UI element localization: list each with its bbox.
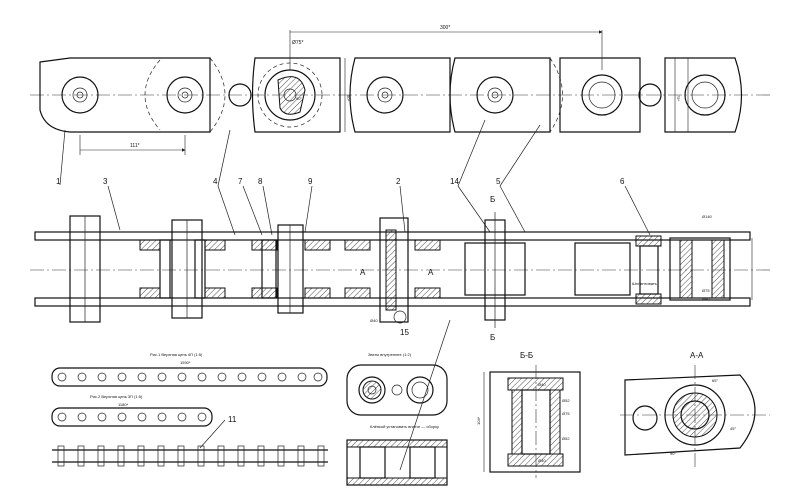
- pin-hole: [166, 76, 204, 114]
- side-view: Ø40 15 A A Б Б Шплинтовать Ø140 Ø75 Ø40: [30, 195, 770, 342]
- plate-right-a: [349, 57, 451, 133]
- callout-3: 3: [103, 177, 108, 186]
- fig2-length: 1180*: [118, 402, 129, 407]
- dim-d3: Ø40: [702, 296, 710, 301]
- plate-right-c: [559, 57, 641, 133]
- bottom-chain-rollers: [57, 445, 325, 467]
- dim-pitch: 111*: [130, 143, 140, 149]
- callouts: 1 3 4 7 8 9 2 14 5 6: [56, 119, 651, 236]
- callout-14: 14: [450, 177, 459, 186]
- dim-span: 300*: [440, 25, 450, 31]
- detail-note: Клёпкой установить внатяг — сборку: [370, 424, 439, 429]
- plate-right-b: [449, 57, 551, 133]
- callout-7: 7: [238, 177, 243, 186]
- note-split-pin: Шплинтовать: [632, 281, 657, 286]
- fig1-length: 1590*: [180, 360, 191, 365]
- bb-dim-4: Ø52: [562, 436, 570, 441]
- dim-hole: Ø75*: [292, 40, 303, 46]
- roller-gap: [228, 83, 252, 107]
- bb-height: 104*: [476, 416, 481, 425]
- angle-label: 90°: [296, 96, 302, 101]
- callout-5: 5: [496, 177, 501, 186]
- plate-left: [39, 57, 211, 133]
- section-b-top: Б: [490, 195, 495, 204]
- section-aa-title: А-А: [690, 351, 704, 360]
- bb-dim-1: Ø40: [538, 382, 546, 387]
- callout-1: 1: [56, 177, 61, 186]
- section-aa: А-А 65° 45° 90°: [620, 351, 770, 470]
- dim-d1: Ø40: [370, 318, 378, 323]
- fig2-holes: [57, 412, 207, 422]
- aa-angle-mid: 45°: [730, 426, 736, 431]
- callout-8: 8: [258, 177, 263, 186]
- plate-end: [664, 57, 743, 133]
- bb-dim-5: Ø40: [538, 458, 546, 463]
- fig1-holes: [57, 372, 323, 382]
- dim-right: Ø140: [702, 214, 713, 219]
- detail-inner-link: Звено внутреннее (1:2) Клёпкой установит…: [346, 319, 451, 486]
- section-b-bottom: Б: [490, 333, 495, 342]
- callout-11: 11: [228, 415, 237, 424]
- top-view: 111* 300* Ø75* 90° 90* 75*: [30, 25, 770, 155]
- dim-d2: Ø75: [702, 288, 710, 293]
- aa-angle-low: 90°: [670, 451, 676, 456]
- plate-mid: [251, 57, 341, 133]
- fig1-caption: Рис.1 Верхняя цепь 4П (1:5): [150, 352, 203, 357]
- aa-angle-top: 65°: [712, 378, 718, 383]
- callout-4: 4: [213, 177, 218, 186]
- section-bb-title: Б-Б: [520, 351, 533, 360]
- bb-dim-2: Ø52: [562, 398, 570, 403]
- callout-9: 9: [308, 177, 313, 186]
- dim-height-left: 90*: [346, 95, 351, 101]
- callout-15: 15: [400, 328, 409, 337]
- fig-chains: Рис.1 Верхняя цепь 4П (1:5) 1590* Рис.2 …: [51, 352, 328, 467]
- fig2-caption: Рис.2 Верхняя цепь 3П (1:5): [90, 394, 143, 399]
- section-pin: [277, 76, 306, 115]
- detail-title: Звено внутреннее (1:2): [368, 352, 412, 357]
- section-bb: Б-Б Ø40 Ø52 Ø75 Ø52 Ø40 104*: [476, 351, 581, 478]
- callout-2: 2: [396, 177, 401, 186]
- section-a-left: A: [360, 268, 366, 277]
- section-a-right: A: [428, 268, 434, 277]
- dim-height-right: 75*: [676, 95, 681, 101]
- bb-dim-3: Ø75: [562, 411, 570, 416]
- pin-hole: [61, 76, 99, 114]
- callout-6: 6: [620, 177, 625, 186]
